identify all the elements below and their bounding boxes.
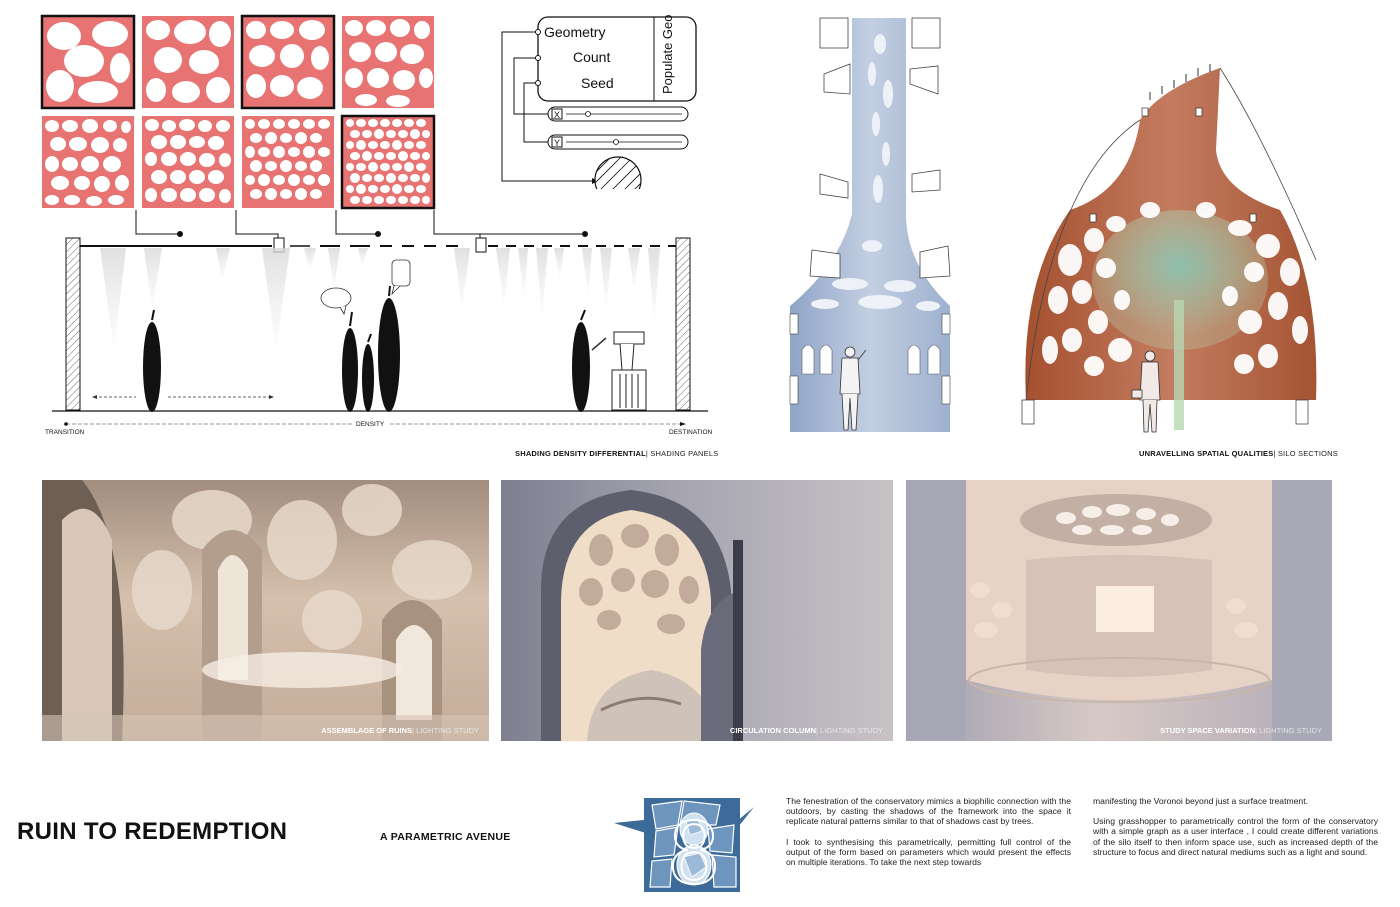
panel-1: [40, 14, 136, 110]
project-title: RUIN TO REDEMPTION: [17, 818, 288, 845]
shading-section-diagram: TRANSITION DENSITY DESTINATION: [45, 210, 713, 436]
svg-text:X: X: [554, 110, 560, 120]
panel-2: [142, 16, 234, 108]
panel-5: [42, 116, 134, 208]
person-figure: [839, 346, 867, 431]
panel-4: [342, 16, 434, 108]
section-caption: SHADING DENSITY DIFFERENTIAL| SHADING PA…: [515, 449, 719, 458]
person-figure-rust: [1131, 350, 1161, 433]
panel-8: [340, 114, 436, 210]
input-count: Count: [573, 49, 610, 65]
render-1-caption: ASSEMBLAGE OF RUINS| LIGHTING STUDY: [321, 726, 479, 735]
slider-x[interactable]: X: [547, 106, 689, 122]
panel-6: [142, 116, 234, 208]
render-3-caption: STUDY SPACE VARIATION| LIGHTING STUDY: [1160, 726, 1322, 735]
axis-density: DENSITY: [356, 421, 385, 428]
silo-section-rust: [1021, 64, 1317, 433]
render-assemblage-of-ruins: ASSEMBLAGE OF RUINS| LIGHTING STUDY: [42, 480, 489, 741]
silo-section-blue: [789, 17, 951, 432]
component-name: Populate Geometry: [660, 14, 675, 94]
geometry-param-circle: [594, 156, 642, 189]
bar-stool: [611, 331, 647, 411]
silo-caption: UNRAVELLING SPATIAL QUALITIES| SILO SECT…: [1139, 449, 1338, 458]
input-seed: Seed: [581, 75, 614, 91]
logo-numeral: 8: [667, 805, 720, 895]
slider-y[interactable]: Y: [547, 134, 689, 150]
render-2-caption: CIRCULATION COLUMN| LIGHTING STUDY: [729, 726, 883, 735]
panel-7: [242, 116, 334, 208]
project-subtitle: A PARAMETRIC AVENUE: [380, 831, 511, 843]
svg-text:Y: Y: [554, 138, 560, 148]
render-study-space-variation: STUDY SPACE VARIATION| LIGHTING STUDY: [906, 480, 1332, 741]
shading-panels-grid: [40, 14, 436, 210]
description-column-1: The fenestration of the conservatory mim…: [786, 796, 1071, 868]
grasshopper-graph: Geometry Count Seed Populate Geometry X …: [501, 14, 697, 189]
description-column-2: manifesting the Voronoi beyond just a su…: [1093, 796, 1378, 857]
input-geometry: Geometry: [544, 24, 605, 40]
axis-transition: TRANSITION: [45, 429, 85, 436]
project-logo: 8: [614, 798, 754, 895]
panel-3: [240, 14, 336, 110]
axis-destination: DESTINATION: [669, 429, 713, 436]
render-circulation-column: CIRCULATION COLUMN| LIGHTING STUDY: [501, 480, 893, 741]
